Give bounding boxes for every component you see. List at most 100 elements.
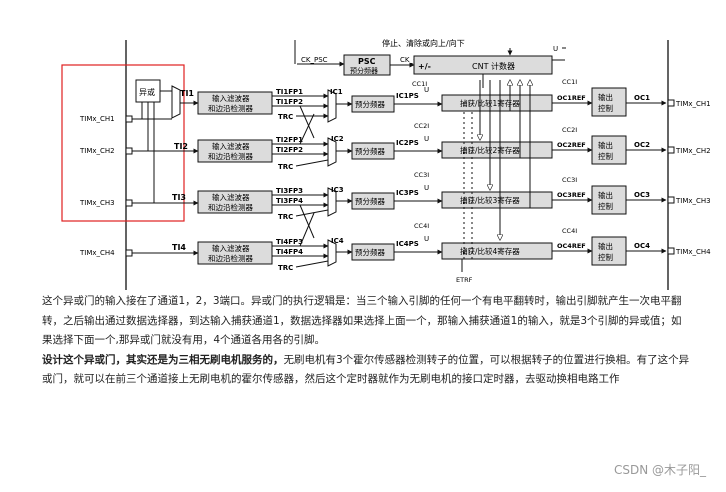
fp-b-label: TI2FP2 — [276, 146, 303, 154]
input-pin-label: TIMx_CH3 — [79, 199, 115, 207]
capture-label: 捕获/比较4寄存器 — [460, 246, 520, 256]
output-line-1: 输出 — [598, 140, 613, 150]
output-line-2: 控制 — [598, 103, 613, 113]
input-pin-label: TIMx_CH4 — [79, 249, 115, 257]
description-paragraph-2: 设计这个异或门，其实还是为三相无刷电机服务的，无刷电机有3个霍尔传感器检测转子的… — [42, 351, 692, 390]
cci-label: CC3I — [414, 171, 429, 179]
xor-label: 异或 — [139, 87, 155, 97]
input-pin — [125, 147, 133, 155]
input-filter — [197, 139, 273, 163]
cci-out-label: CC2I — [562, 126, 577, 134]
capture-label: 捕获/比较3寄存器 — [460, 195, 520, 205]
cnt-label: CNT 计数器 — [472, 61, 515, 71]
filter-line-1: 输入滤波器 — [212, 192, 250, 202]
xor-highlight-box — [61, 64, 185, 222]
cci-out-label: CC1I — [562, 78, 577, 86]
oc-label: OC4 — [634, 242, 650, 250]
input-pin-label: TIMx_CH2 — [79, 147, 115, 155]
u-label: U — [424, 235, 429, 243]
description-rest: 无刷电机有3个霍尔传感器检测转子的位置，可以根据转子的位置进行换相。有了这个异或… — [42, 353, 690, 386]
output-pin — [667, 247, 675, 255]
output-pin-label: TIMx_CH1 — [675, 100, 711, 108]
ic-label: IC4 — [331, 237, 344, 245]
input-filter — [197, 190, 273, 214]
output-control — [591, 185, 627, 215]
output-line-1: 输出 — [598, 190, 613, 200]
output-pin-label: TIMx_CH3 — [675, 197, 711, 205]
timer-block-diagram: 停止、清除或向上/向下 U CK_PSC PSC 预分频器 CK_CNT +/-… — [61, 38, 711, 290]
input-pin — [125, 249, 133, 257]
ref-label: OC3REF — [557, 191, 586, 199]
description-paragraph-1: 这个异或门的输入接在了通道1，2，3端口。异或门的执行逻辑是：当三个输入引脚的任… — [42, 295, 682, 346]
u-label: U — [424, 135, 429, 143]
watermark: CSDN @木子阳_ — [613, 463, 706, 477]
cci-out-label: CC4I — [562, 227, 577, 235]
output-control — [591, 87, 627, 117]
stop-label: 停止、清除或向上/向下 — [382, 38, 465, 48]
input-pin — [125, 199, 133, 207]
fp-b-label: TI4FP4 — [276, 248, 303, 256]
filter-line-2: 和边沿检测器 — [208, 103, 253, 113]
input-filter — [197, 241, 273, 265]
ic-mux — [327, 239, 337, 267]
icps-label: IC4PS — [396, 240, 419, 248]
input-filter — [197, 91, 273, 115]
cnt-sign: +/- — [418, 62, 431, 71]
output-line-1: 输出 — [598, 241, 613, 251]
ic-label: IC3 — [331, 186, 344, 194]
fp-a-label: TI4FP3 — [276, 238, 303, 246]
input-pin-label: TIMx_CH1 — [79, 115, 115, 123]
ic-label: IC1 — [330, 88, 343, 96]
channel-2: TIMx_CH2 TI2 输入滤波器 和边沿检测器 TI2FP1 TI2FP2 … — [79, 122, 711, 171]
cci-out-label: CC3I — [562, 176, 577, 184]
u-top-label: U — [553, 45, 558, 53]
output-pin-label: TIMx_CH4 — [675, 248, 711, 256]
etrf-label: ETRF — [456, 276, 473, 284]
fp-a-label: TI1FP1 — [276, 88, 303, 96]
oc-label: OC2 — [634, 141, 650, 149]
output-line-2: 控制 — [598, 252, 613, 262]
output-pin — [667, 196, 675, 204]
filter-line-1: 输入滤波器 — [212, 93, 250, 103]
output-pin-label: TIMx_CH2 — [675, 147, 711, 155]
prescaler-label: 预分频器 — [355, 99, 385, 109]
u-label: U — [424, 86, 429, 94]
fp-b-label: TI1FP2 — [276, 98, 303, 106]
ref-label: OC4REF — [557, 242, 586, 250]
u-label: U — [424, 184, 429, 192]
output-line-2: 控制 — [598, 201, 613, 211]
psc-sub-label: 预分频器 — [350, 66, 378, 75]
psc-label: PSC — [358, 57, 376, 66]
ic-mux — [327, 89, 337, 123]
filter-line-2: 和边沿检测器 — [208, 151, 253, 161]
trc-label: TRC — [278, 213, 293, 221]
filter-line-2: 和边沿检测器 — [208, 202, 253, 212]
fp-a-label: TI2FP1 — [276, 136, 303, 144]
prescaler-label: 预分频器 — [355, 196, 385, 206]
ti1-label: TI1 — [180, 89, 194, 98]
filter-line-2: 和边沿检测器 — [208, 253, 253, 263]
description: 这个异或门的输入接在了通道1，2，3端口。异或门的执行逻辑是：当三个输入引脚的任… — [42, 292, 692, 390]
ck-psc-label: CK_PSC — [301, 56, 328, 64]
input-pin — [125, 115, 133, 123]
ref-label: OC2REF — [557, 141, 586, 149]
input-mux — [171, 85, 181, 119]
ref-label: OC1REF — [557, 94, 586, 102]
ti-label: TI2 — [174, 142, 188, 151]
trc-label: TRC — [278, 113, 293, 121]
icps-label: IC2PS — [396, 139, 419, 147]
trc-label: TRC — [278, 264, 293, 272]
cross-wiring — [299, 80, 530, 272]
ic-mux — [327, 187, 337, 217]
icps-label: IC3PS — [396, 189, 419, 197]
top-section: 停止、清除或向上/向下 U CK_PSC PSC 预分频器 CK_CNT +/-… — [294, 38, 566, 88]
description-bold: 设计这个异或门，其实还是为三相无刷电机服务的， — [42, 353, 284, 366]
output-pin — [667, 146, 675, 154]
ti-label: TI4 — [172, 243, 186, 252]
ic-label: IC2 — [331, 135, 344, 143]
prescaler-label: 预分频器 — [355, 146, 385, 156]
ti-label: TI3 — [172, 193, 186, 202]
filter-line-1: 输入滤波器 — [212, 141, 250, 151]
cci-label: CC2I — [414, 122, 429, 130]
channel-3: TIMx_CH3 TI3 输入滤波器 和边沿检测器 TI3FP3 TI3FP4 … — [79, 171, 711, 221]
